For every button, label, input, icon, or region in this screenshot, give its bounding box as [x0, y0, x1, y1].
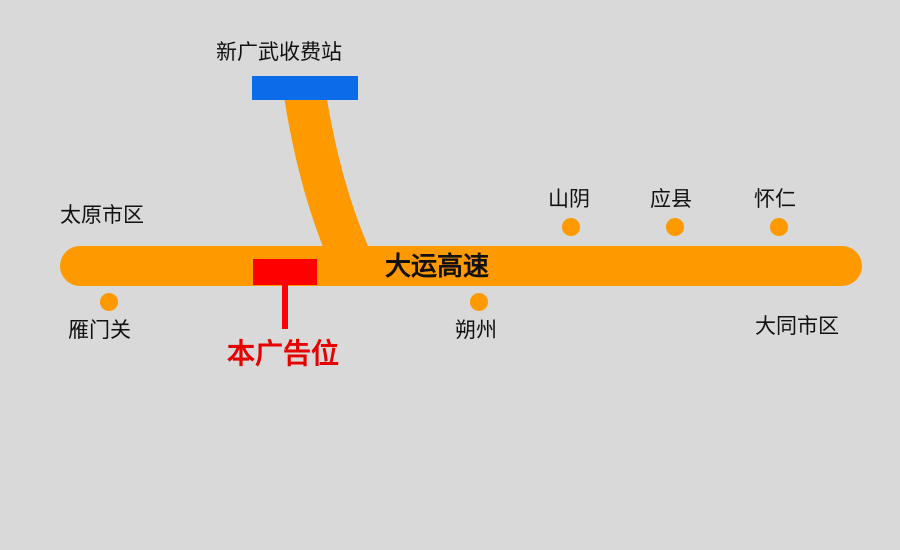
huairen-dot [770, 218, 788, 236]
ad-position-label: 本广告位 [227, 337, 340, 370]
ad-position-marker [253, 259, 317, 285]
huairen-label: 怀仁 [754, 187, 796, 211]
shuozhou-label: 朔州 [455, 318, 497, 342]
shanyin-label: 山阴 [548, 187, 590, 211]
yanmenguan-label: 雁门关 [68, 318, 131, 342]
yingxian-dot [666, 218, 684, 236]
yanmenguan-dot [100, 293, 118, 311]
toll-station-marker [252, 76, 358, 100]
ad-position-pointer [282, 283, 288, 329]
toll-station-label: 新广武收费站 [216, 40, 342, 64]
shanyin-dot [562, 218, 580, 236]
datong-label: 大同市区 [755, 314, 839, 338]
highway-name-label: 大运高速 [385, 252, 490, 282]
branch-road [284, 91, 372, 271]
shuozhou-dot [470, 293, 488, 311]
taiyuan-label: 太原市区 [60, 203, 144, 227]
yingxian-label: 应县 [650, 187, 692, 211]
